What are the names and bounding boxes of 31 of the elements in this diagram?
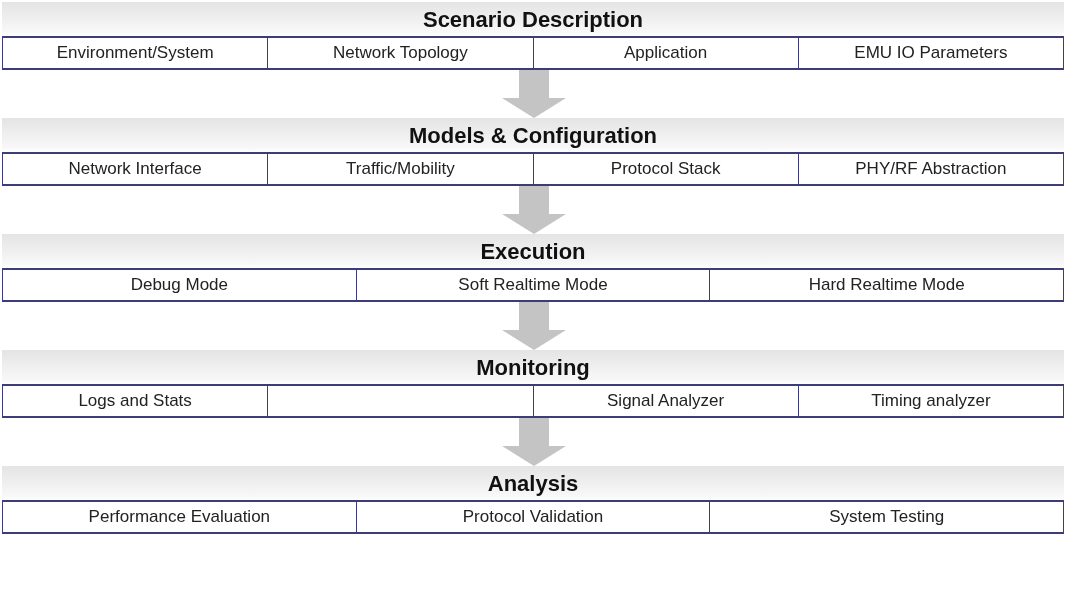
table-cell: System Testing bbox=[709, 502, 1064, 532]
stage-band bbox=[2, 234, 1064, 300]
table-cell: Signal Analyzer bbox=[532, 386, 798, 416]
table-cell: Performance Evaluation bbox=[2, 502, 356, 532]
stage-band bbox=[2, 350, 1064, 416]
stage-band bbox=[2, 2, 1064, 68]
flow-arrow bbox=[502, 68, 566, 118]
table-cell: Environment/System bbox=[2, 38, 268, 68]
table-cell: PHY/RF Abstraction bbox=[797, 154, 1064, 184]
table-cell: Soft Realtime Mode bbox=[355, 270, 710, 300]
table-cell: Traffic/Mobility bbox=[267, 154, 533, 184]
table-cell: EMU IO Parameters bbox=[797, 38, 1064, 68]
stage-heading: Models & Configuration bbox=[407, 123, 659, 149]
flow-arrow bbox=[502, 184, 566, 234]
table-cell: Hard Realtime Mode bbox=[709, 270, 1064, 300]
stage-heading: Execution bbox=[479, 239, 587, 265]
flow-arrow bbox=[502, 416, 566, 466]
table-cell: Network Interface bbox=[2, 154, 268, 184]
stage-band bbox=[2, 466, 1064, 532]
table-cell: Application bbox=[532, 38, 798, 68]
table-cell: Network Topology bbox=[267, 38, 533, 68]
stage-heading: Scenario Description bbox=[421, 7, 645, 33]
stage-heading: Analysis bbox=[486, 471, 580, 497]
stage-band bbox=[2, 118, 1064, 184]
table-cell: Protocol Stack bbox=[532, 154, 798, 184]
table-cell: Protocol Validation bbox=[355, 502, 710, 532]
table-cell: Timing analyzer bbox=[797, 386, 1064, 416]
stage-heading: Monitoring bbox=[475, 355, 591, 381]
table-cell: Debug Mode bbox=[2, 270, 356, 300]
table-cell: Logs and Stats bbox=[2, 386, 268, 416]
flow-arrow bbox=[502, 300, 566, 350]
